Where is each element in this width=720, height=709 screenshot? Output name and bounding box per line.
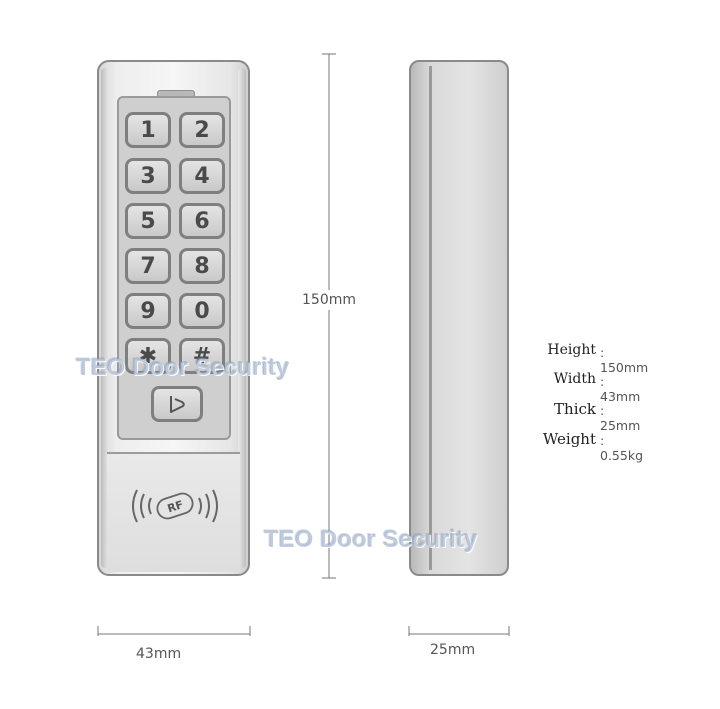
spec-height-label: Height [547, 342, 596, 358]
thickness-dimension-label: 25mm [430, 642, 476, 658]
key-hash[interactable]: # [179, 338, 225, 374]
spec-weight-value: : 0.55kg [600, 433, 644, 463]
spec-thick-value: : 25mm [600, 403, 641, 433]
height-dimension-line [322, 53, 336, 579]
key-5[interactable]: 5 [125, 203, 171, 239]
rf-reader-area: RF [107, 452, 240, 572]
spec-thick-label: Thick [554, 400, 596, 418]
key-star[interactable]: ✱ [125, 338, 171, 374]
spec-weight-label: Weight [542, 430, 596, 448]
watermark-bottom: TEO Door Security [264, 526, 478, 553]
width-dimension-line [97, 626, 251, 636]
rf-wave-icon [132, 489, 218, 523]
key-6[interactable]: 6 [179, 203, 225, 239]
key-8[interactable]: 8 [179, 248, 225, 284]
spec-width-label: Width [553, 371, 596, 387]
key-3[interactable]: 3 [125, 158, 171, 194]
doorbell-button[interactable] [151, 386, 203, 422]
spec-width-value: : 43mm [600, 374, 641, 404]
keypad-side-view [409, 60, 509, 576]
side-edge-line [429, 66, 432, 570]
watermark-top: TEO Door Security [76, 354, 290, 381]
key-0[interactable]: 0 [179, 293, 225, 329]
spec-height-value: : 150mm [600, 345, 649, 375]
keypad-panel: 1 2 3 4 5 6 7 8 9 0 ✱ # [117, 96, 231, 440]
key-2[interactable]: 2 [179, 112, 225, 148]
key-4[interactable]: 4 [179, 158, 225, 194]
keypad-front-view: 1 2 3 4 5 6 7 8 9 0 ✱ # RF [97, 60, 250, 576]
front-left-rail [101, 68, 109, 568]
front-right-rail [238, 68, 246, 568]
key-1[interactable]: 1 [125, 112, 171, 148]
thickness-dimension-line [408, 626, 510, 636]
key-9[interactable]: 9 [125, 293, 171, 329]
bell-icon [170, 396, 185, 413]
key-7[interactable]: 7 [125, 248, 171, 284]
height-dimension-label: 150mm [302, 290, 356, 310]
width-dimension-label: 43mm [136, 646, 182, 662]
